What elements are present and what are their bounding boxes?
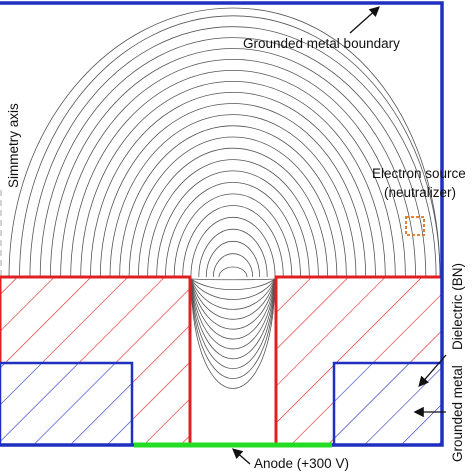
equipotential-line xyxy=(8,7,441,278)
equipotential-line xyxy=(173,193,293,278)
grounded-metal-right-hatch xyxy=(334,363,442,445)
equipotential-line xyxy=(212,253,254,278)
field-lines xyxy=(8,7,441,389)
equipotential-line xyxy=(182,205,284,278)
equipotential-line-gap xyxy=(190,278,276,359)
equipotential-line-gap xyxy=(190,278,276,340)
equipotential-line-gap xyxy=(190,278,276,330)
equipotential-line xyxy=(147,159,319,278)
equipotential-line-gap xyxy=(190,278,276,281)
equipotential-line xyxy=(80,80,386,278)
equipotential-line-gap xyxy=(190,278,276,310)
grounded-metal-label: Grounded metal xyxy=(450,365,465,462)
equipotential-line xyxy=(90,91,376,278)
grounded-metal-left-hatch xyxy=(0,363,132,445)
dielectric-label: Dielectric (BN) xyxy=(450,263,465,350)
equipotential-line-gap xyxy=(190,278,276,350)
equipotential-line xyxy=(39,37,427,278)
boundary-label: Grounded metal boundary xyxy=(243,36,400,51)
equipotential-line-gap xyxy=(190,278,276,320)
equipotential-line-gap xyxy=(190,278,276,300)
electron-source-label: Electron source xyxy=(372,166,466,181)
dielectric-arrow xyxy=(418,354,447,387)
equipotential-line xyxy=(218,266,248,278)
anode-arrow xyxy=(232,448,251,465)
equipotential-line xyxy=(99,103,367,278)
equipotential-line xyxy=(19,15,441,278)
equipotential-line-gap xyxy=(190,278,276,291)
equipotential-line-gap xyxy=(190,278,276,389)
neutralizer-label: (neutralizer) xyxy=(384,185,456,200)
equipotential-line xyxy=(156,170,310,278)
equipotential-line xyxy=(165,181,301,278)
boundary-arrow xyxy=(349,6,380,34)
anode-label: Anode (+300 V) xyxy=(254,456,349,471)
equipotential-line xyxy=(109,114,357,278)
equipotential-line xyxy=(138,147,328,278)
equipotential-line xyxy=(128,136,338,278)
equipotential-line xyxy=(119,125,347,278)
electron-source-marker xyxy=(405,216,425,236)
equipotential-line xyxy=(198,228,268,278)
equipotential-line xyxy=(50,48,416,278)
equipotential-line xyxy=(29,26,437,278)
equipotential-line xyxy=(205,240,261,278)
equipotential-line xyxy=(60,58,406,278)
equipotential-line xyxy=(70,69,396,278)
equipotential-line-gap xyxy=(190,278,276,370)
symmetry-axis-label: Simmetry axis xyxy=(6,103,21,188)
equipotential-line-gap xyxy=(190,278,276,379)
equipotential-line xyxy=(190,216,276,278)
